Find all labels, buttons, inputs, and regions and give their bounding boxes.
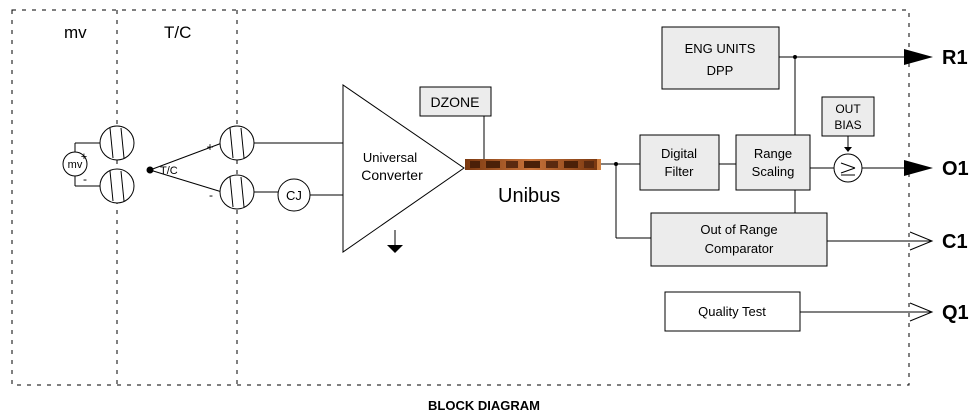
mv-plus-label: + <box>81 151 87 163</box>
quality-test-label: Quality Test <box>698 304 766 319</box>
output-r1-label: R1 <box>942 47 968 69</box>
quality-test-block: Quality Test <box>664 291 801 332</box>
o1-arrow <box>904 160 933 176</box>
mv-terminal-plus <box>99 125 135 161</box>
out-bias-label-1: OUT <box>835 102 861 116</box>
eng-units-block: ENG UNITS DPP <box>661 26 780 90</box>
unibus-label: Unibus <box>498 185 560 207</box>
mv-terminal-minus <box>99 168 135 204</box>
out-bias-block: OUT BIAS <box>821 96 875 137</box>
oor-label-2: Comparator <box>705 241 774 256</box>
column-header-mv: mv <box>64 23 87 42</box>
q1-arrow <box>905 302 934 322</box>
dzone-block: DZONE <box>419 86 492 117</box>
eng-units-label-1: ENG UNITS <box>685 41 756 56</box>
bias-arrow <box>844 147 852 152</box>
dzone-label: DZONE <box>431 94 480 110</box>
tc-terminal-plus <box>219 125 255 161</box>
output-o1-label: O1 <box>942 158 969 180</box>
oor-label-1: Out of Range <box>700 222 777 237</box>
digital-filter-label-1: Digital <box>661 146 697 161</box>
digital-filter-label-2: Filter <box>665 164 695 179</box>
cj-label: CJ <box>286 188 302 203</box>
thermocouple-source: T/C + - <box>146 140 223 202</box>
out-of-range-comparator-block: Out of Range Comparator <box>650 212 828 267</box>
tc-plus-label: + <box>206 140 213 154</box>
digital-filter-block: Digital Filter <box>639 134 720 191</box>
r1-arrow <box>904 49 933 65</box>
output-q1-label: Q1 <box>942 302 969 324</box>
summing-junction <box>833 153 863 183</box>
output-c1-label: C1 <box>942 231 968 253</box>
column-header-tc: T/C <box>164 23 191 42</box>
converter-label-1: Universal <box>363 150 417 165</box>
out-bias-label-2: BIAS <box>834 118 861 132</box>
range-scaling-label-1: Range <box>754 146 792 161</box>
tc-symbol-label: T/C <box>160 165 178 177</box>
eng-units-label-2: DPP <box>707 63 734 78</box>
mv-symbol-label: mv <box>68 159 83 171</box>
universal-converter: Universal Converter <box>342 84 465 253</box>
unibus <box>465 159 601 170</box>
ground-arrow <box>387 245 403 253</box>
c1-arrow <box>905 231 934 251</box>
range-scaling-label-2: Scaling <box>752 164 795 179</box>
outer-dashed-frame <box>11 9 910 386</box>
diagram-caption: BLOCK DIAGRAM <box>428 398 540 413</box>
tc-minus-label: - <box>209 188 213 202</box>
mv-minus-label: - <box>83 172 87 186</box>
converter-label-2: Converter <box>361 167 423 183</box>
cold-junction: CJ <box>277 178 311 212</box>
range-scaling-block: Range Scaling <box>735 134 811 191</box>
tc-terminal-minus <box>219 174 255 210</box>
mv-source: mv + - <box>62 142 101 187</box>
